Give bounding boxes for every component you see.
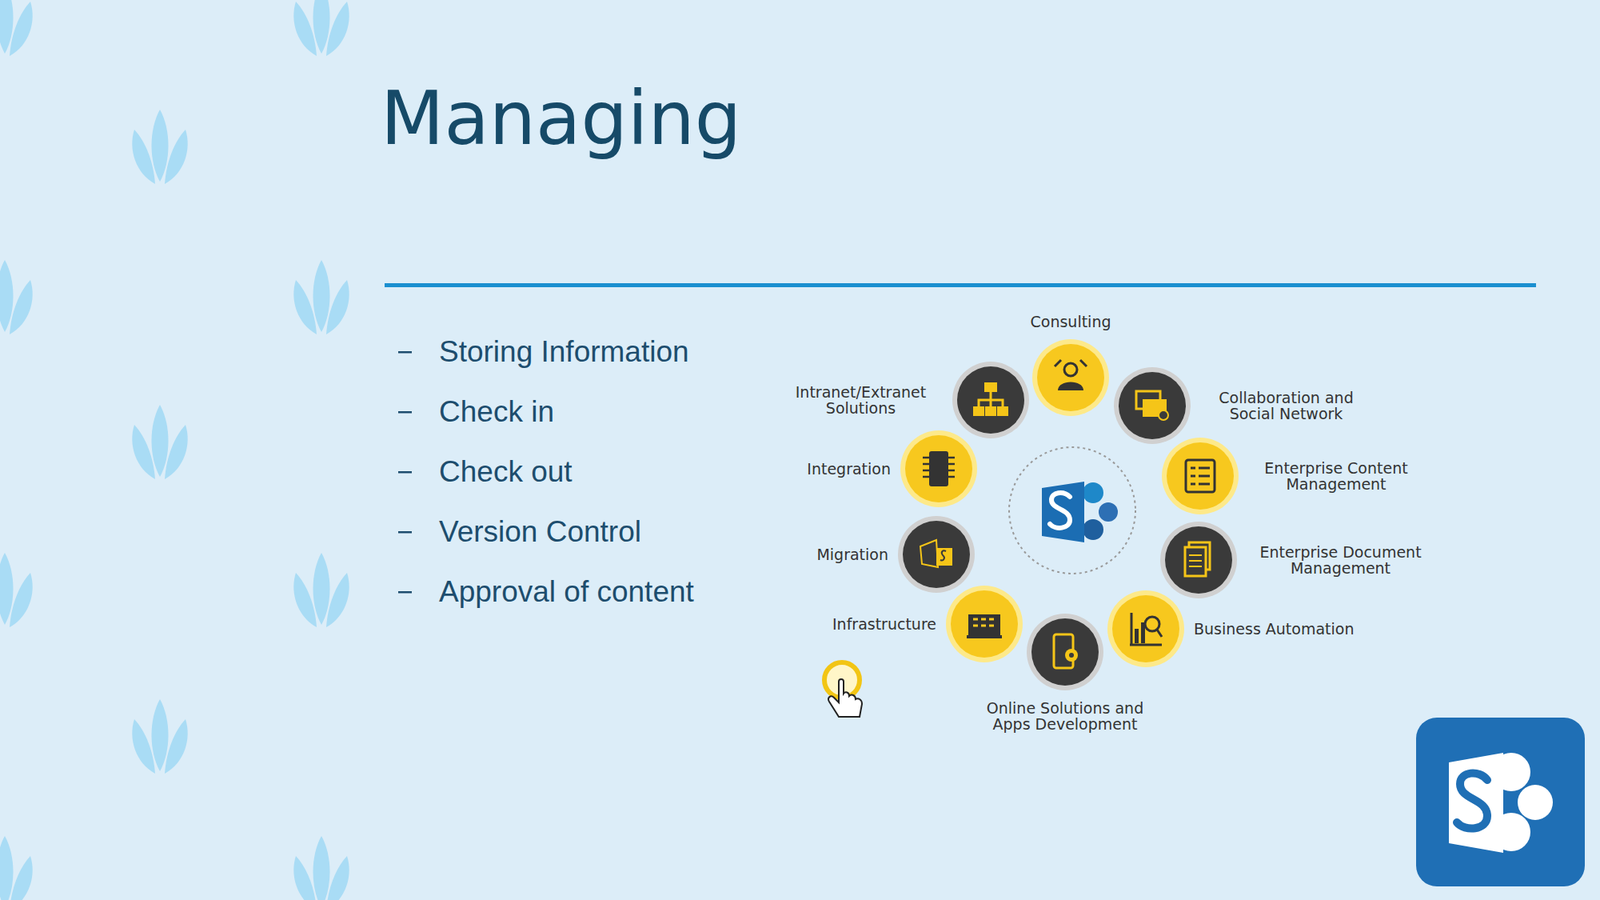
service-circle: Business Automation	[1105, 588, 1186, 669]
circle-icon	[1160, 435, 1241, 516]
circle-label: Business Automation	[1193, 620, 1354, 637]
service-circle: Consulting	[1030, 337, 1111, 418]
circle-icon	[898, 428, 979, 509]
bullet-item: Check out	[438, 454, 573, 490]
slide-title: Managing	[380, 78, 742, 160]
circle-label: Intranet/Extranet Solutions	[778, 383, 943, 417]
bullet-item: Version Control	[438, 514, 642, 550]
leaf-pattern	[0, 0, 350, 900]
bullet-item: Check in	[438, 394, 555, 430]
cursor-hand	[824, 662, 862, 717]
bullet-item: Approval of content	[438, 574, 695, 610]
service-circle: Online Solutions and Apps Development	[1025, 611, 1106, 692]
center-logo	[1009, 446, 1136, 574]
sharepoint-tile	[1416, 717, 1585, 886]
service-circle: Intranet/Extranet Solutions	[950, 359, 1031, 440]
circle-label: Collaboration and Social Network	[1200, 389, 1373, 423]
circle-icon	[944, 583, 1025, 664]
circle-icon	[1112, 365, 1193, 446]
service-circle: Collaboration and Social Network	[1112, 365, 1193, 446]
circle-label: Consulting	[1030, 313, 1112, 330]
circle-label: Enterprise Content Management	[1248, 459, 1425, 493]
service-circle: Integration	[898, 428, 979, 509]
circle-label: Online Solutions and Apps Development	[967, 699, 1164, 733]
circle-icon	[896, 514, 977, 595]
circle-label: Migration	[816, 546, 889, 563]
circle-label: Integration	[806, 460, 891, 477]
bullet-dashes	[398, 351, 412, 594]
circle-icon	[1030, 337, 1111, 418]
circle-icon	[1158, 519, 1239, 600]
service-circle: Migration	[896, 514, 977, 595]
service-circle: Infrastructure	[944, 583, 1025, 664]
title-rule	[384, 283, 1537, 288]
circle-label: Enterprise Document Management	[1246, 543, 1435, 577]
circle-icon	[950, 359, 1031, 440]
circle-label: Infrastructure	[832, 615, 937, 632]
service-circle: Enterprise Document Management	[1158, 519, 1239, 600]
circle-icon	[1105, 588, 1186, 669]
bullet-item: Storing Information	[438, 334, 690, 370]
service-circle: Enterprise Content Management	[1160, 435, 1241, 516]
circle-icon	[1025, 611, 1106, 692]
